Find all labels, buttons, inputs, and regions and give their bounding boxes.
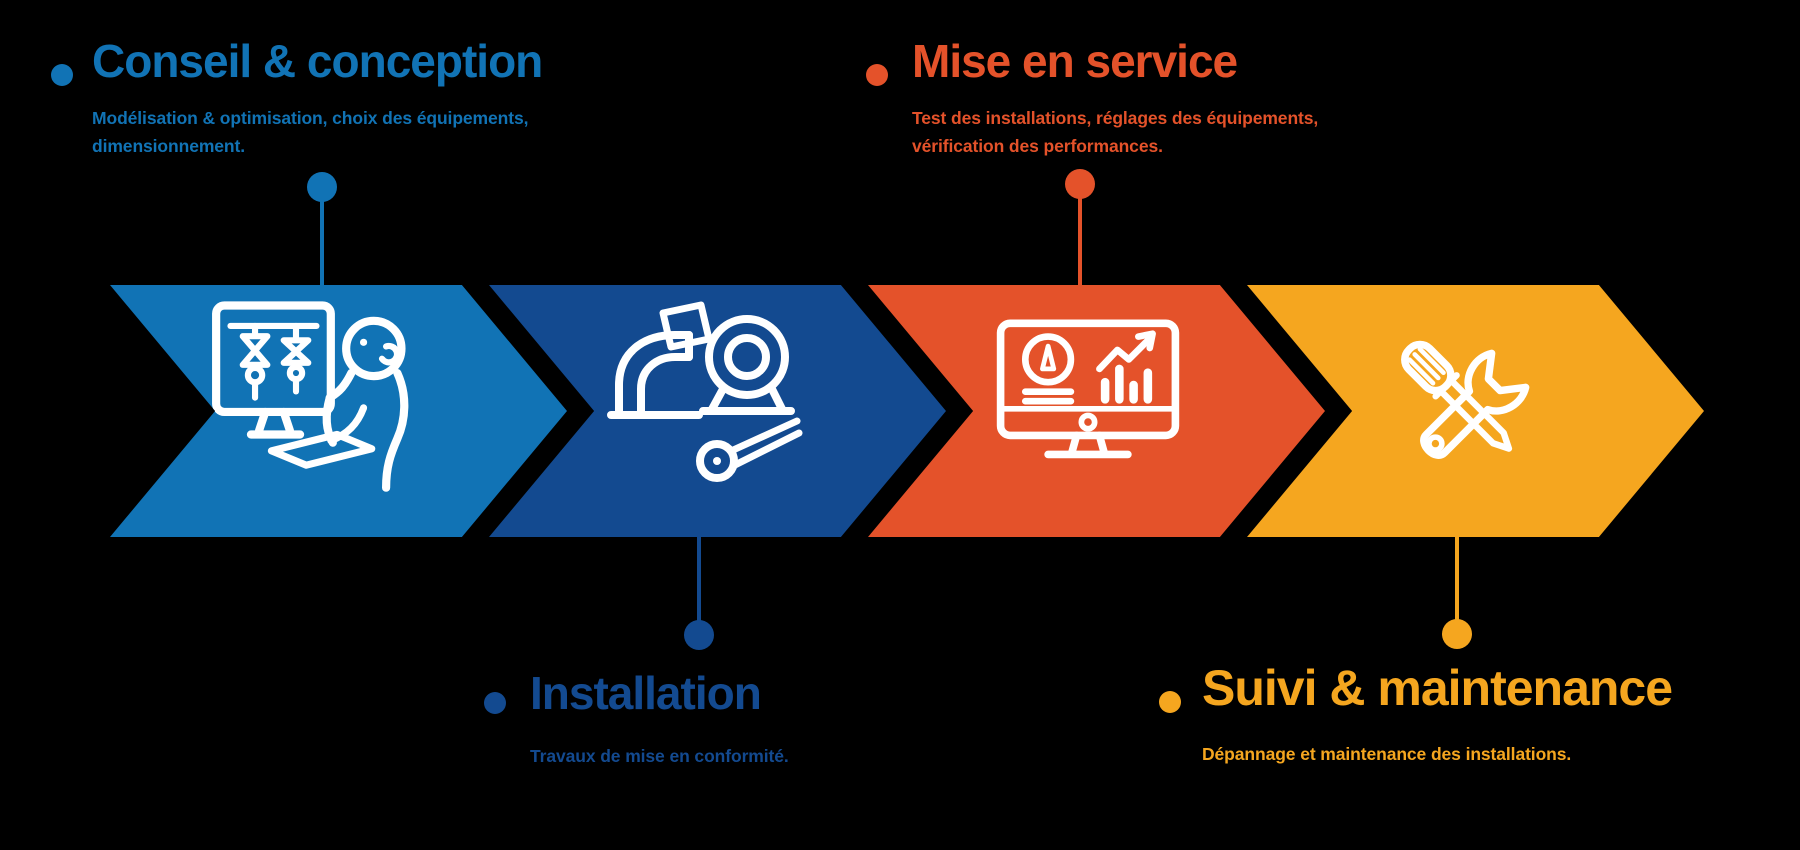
connector-line-mise-en-service <box>1078 184 1082 285</box>
step-label-installation: Installation Travaux de mise en conformi… <box>484 667 789 770</box>
hvac-equipment-icon <box>607 301 803 482</box>
connector-line-conseil <box>320 187 324 285</box>
step-label-suivi-maintenance: Suivi & maintenance Dépannage et mainten… <box>1159 660 1673 768</box>
chevron-step-suivi <box>1247 285 1704 537</box>
chevron-step-conseil <box>110 285 567 537</box>
monitoring-dashboard-icon <box>996 319 1180 459</box>
connector-dot-mise-en-service <box>1065 169 1095 199</box>
connector-dot-suivi <box>1442 619 1472 649</box>
step-description: Travaux de mise en conformité. <box>530 742 789 770</box>
connector-line-installation <box>697 537 701 635</box>
connector-dot-installation <box>684 620 714 650</box>
step-label-conseil: Conseil & conception Modélisation & opti… <box>51 35 543 160</box>
connector-dot-conseil <box>307 172 337 202</box>
wrench-screwdriver-icon <box>1401 340 1530 459</box>
connector-line-suivi <box>1455 537 1459 634</box>
step-title: Mise en service <box>912 35 1238 87</box>
engineer-workstation-icon <box>212 301 409 492</box>
bullet-dot <box>866 64 888 86</box>
description-line: Travaux de mise en conformité. <box>530 746 789 766</box>
bullet-dot <box>51 64 73 86</box>
bullet-dot <box>484 692 506 714</box>
step-label-mise-en-service: Mise en service Test des installations, … <box>866 35 1318 160</box>
description-line: dimensionnement. <box>92 136 246 156</box>
step-description: Dépannage et maintenance des installatio… <box>1202 740 1672 768</box>
description-line: Test des installations, réglages des équ… <box>912 108 1319 128</box>
step-description: Modélisation & optimisation, choix des é… <box>92 104 542 160</box>
bullet-dot <box>1159 691 1181 713</box>
description-line: Dépannage et maintenance des installatio… <box>1202 744 1572 764</box>
step-title: Installation <box>530 667 762 719</box>
description-line: Modélisation & optimisation, choix des é… <box>92 108 529 128</box>
step-description: Test des installations, réglages des équ… <box>912 104 1318 160</box>
step-title: Conseil & conception <box>92 35 543 87</box>
step-title: Suivi & maintenance <box>1202 660 1673 716</box>
description-line: vérification des performances. <box>912 136 1163 156</box>
